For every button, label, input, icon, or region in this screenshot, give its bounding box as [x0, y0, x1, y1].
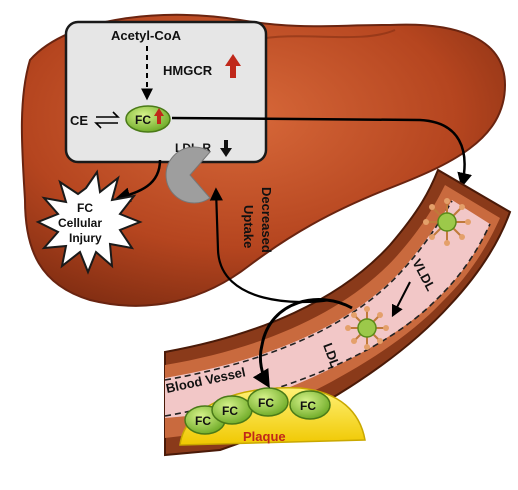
uptake-label: Uptake: [241, 205, 256, 248]
plaque-fc-3: FC: [247, 387, 289, 417]
hmgcr-label: HMGCR: [163, 63, 213, 78]
svg-text:FC: FC: [300, 399, 316, 413]
plaque-label: Plaque: [243, 429, 286, 444]
equilibrium-arrows-icon: [94, 111, 120, 129]
ce-label: CE: [70, 113, 88, 128]
acetyl-coa-label: Acetyl-CoA: [111, 28, 182, 43]
decreased-label: Decreased: [259, 187, 274, 253]
ldl-receptor-shape: [165, 146, 211, 204]
hepatocyte-box: [64, 20, 268, 164]
fc-label: FC: [135, 113, 151, 127]
injury-label-3: Injury: [69, 231, 102, 245]
lipoprotein-particle-icon: [345, 306, 389, 350]
injury-label-1: FC: [77, 201, 93, 215]
plaque-fc-2: FC: [211, 395, 253, 425]
up-arrow-icon: [154, 108, 164, 124]
secretion-arrow: [171, 116, 472, 188]
injury-arrow: [115, 159, 162, 203]
lipoprotein-particle-icon: [423, 198, 471, 246]
down-arrow-icon: [220, 140, 232, 157]
svg-text:FC: FC: [222, 404, 238, 418]
plaque-fc-4: FC: [289, 390, 331, 420]
injury-label-2: Cellular: [58, 216, 102, 230]
injury-starburst: [35, 169, 143, 275]
up-arrow-icon: [225, 54, 241, 78]
blood-vessel: [164, 168, 512, 457]
decreased-uptake-arrow: [209, 187, 331, 304]
svg-text:FC: FC: [195, 414, 211, 428]
vldl-to-ldl-arrow: [391, 281, 411, 318]
svg-text:FC: FC: [258, 396, 274, 410]
